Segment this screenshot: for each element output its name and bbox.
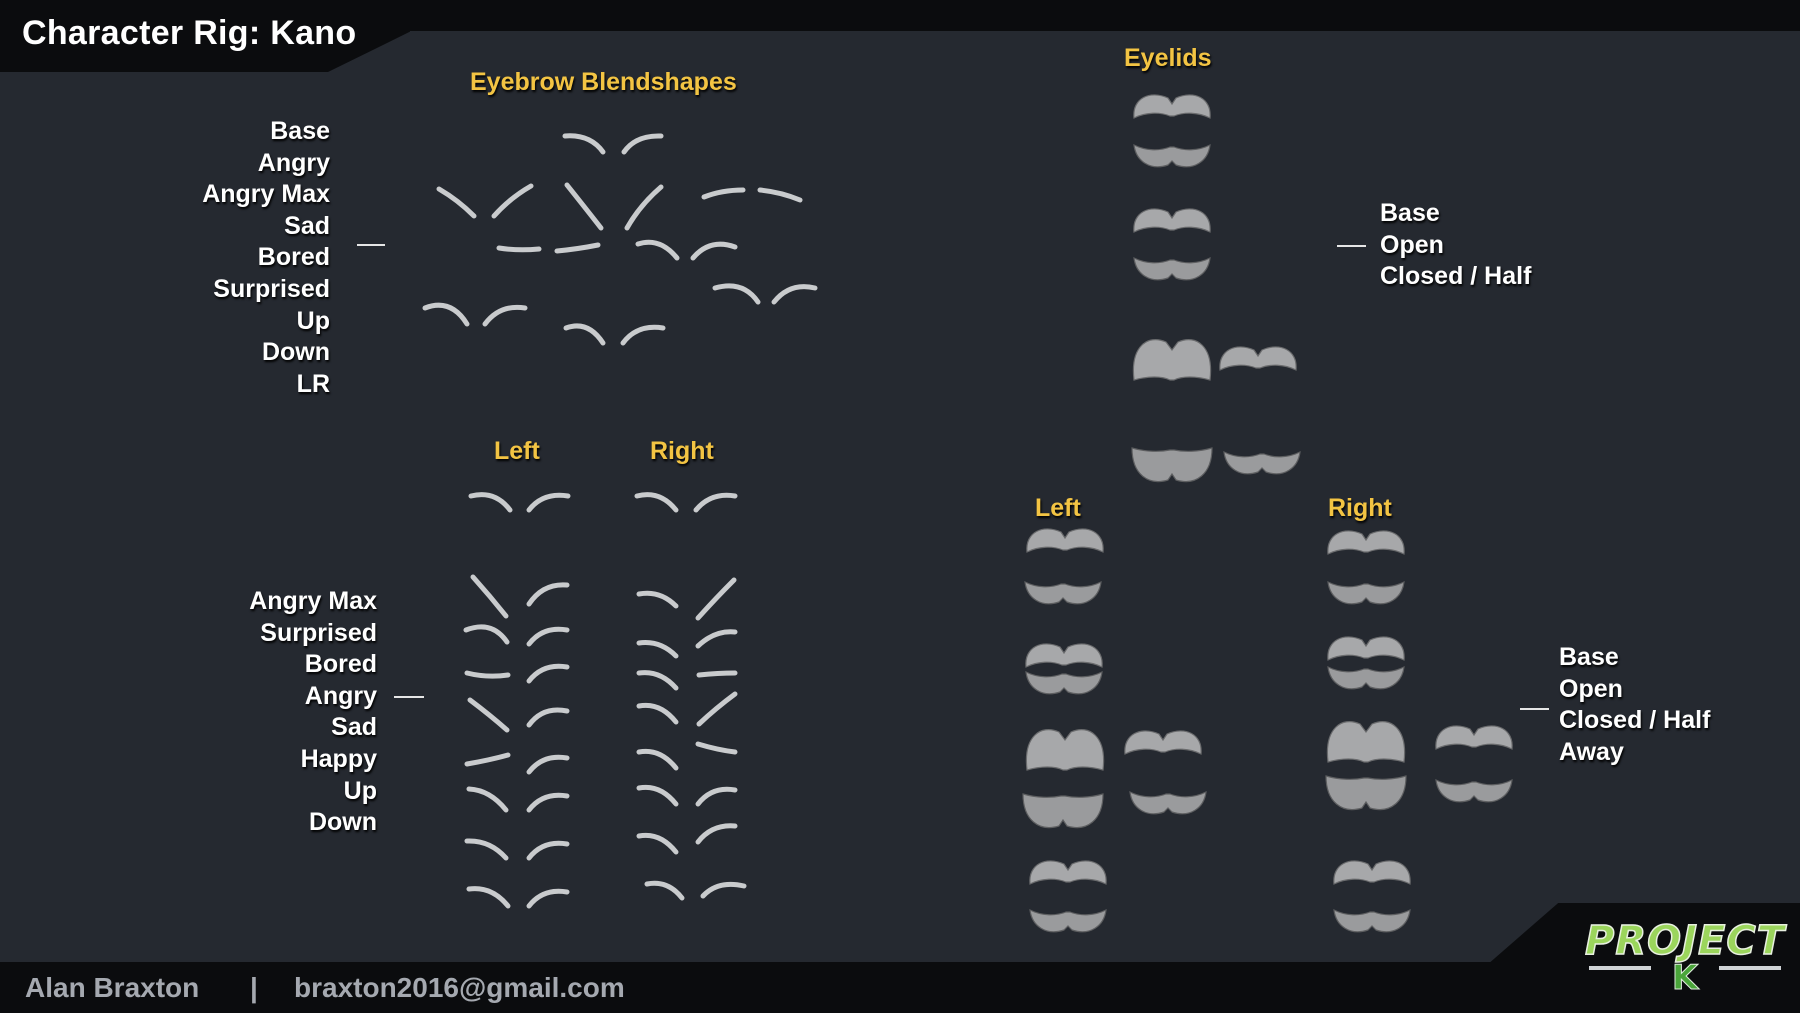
label-lr: LR bbox=[296, 369, 330, 398]
label-angry-max: Angry Max bbox=[202, 180, 330, 209]
title-banner bbox=[0, 0, 410, 72]
label-surprised: Surprised bbox=[213, 274, 330, 303]
eyelid-side-labels: Base Open Closed / Half Away bbox=[1559, 642, 1710, 768]
eyelid-labels-connector bbox=[1337, 245, 1366, 247]
eyelid-side-connector bbox=[1520, 708, 1549, 710]
label-closed-half: Closed / Half bbox=[1559, 706, 1711, 735]
eyelids-heading: Eyelids bbox=[1124, 44, 1212, 72]
brow-side-labels: Angry Max Surprised Bored Angry Sad Happ… bbox=[249, 586, 377, 839]
page-title: Character Rig: Kano bbox=[22, 14, 357, 52]
author-name: Alan Braxton bbox=[25, 972, 200, 1003]
brow-right-heading: Right bbox=[650, 437, 714, 465]
label-sad: Sad bbox=[284, 211, 330, 240]
lid-right-heading: Right bbox=[1328, 494, 1392, 522]
footer-separator: | bbox=[250, 972, 258, 1003]
label-base: Base bbox=[1559, 643, 1619, 671]
label-closed-half: Closed / Half bbox=[1380, 262, 1532, 291]
eyelid-labels: Base Open Closed / Half bbox=[1380, 198, 1531, 293]
eyebrow-blendshapes-heading: Eyebrow Blendshapes bbox=[470, 68, 737, 96]
label-open: Open bbox=[1380, 230, 1444, 259]
label-happy: Happy bbox=[300, 744, 377, 773]
label-base: Base bbox=[270, 117, 330, 145]
label-up: Up bbox=[343, 776, 377, 805]
logo-wing-left bbox=[1589, 966, 1651, 970]
logo-wing-right bbox=[1719, 966, 1781, 970]
label-bored: Bored bbox=[304, 650, 377, 679]
label-angry: Angry bbox=[257, 148, 330, 177]
logo-text-project: PROJECT bbox=[1584, 917, 1785, 965]
label-down: Down bbox=[261, 338, 330, 367]
label-angry-max: Angry Max bbox=[249, 587, 377, 615]
eyelids-main bbox=[1131, 94, 1301, 483]
eyelids-left-column bbox=[1022, 528, 1207, 933]
brow-left-heading: Left bbox=[494, 437, 540, 465]
logo-banner bbox=[1490, 903, 1800, 1013]
label-surprised: Surprised bbox=[260, 618, 377, 647]
label-up: Up bbox=[296, 306, 330, 335]
eyebrow-main-grid bbox=[422, 133, 818, 346]
eyebrow-right-column bbox=[634, 492, 747, 901]
eyelids-right-column bbox=[1325, 530, 1513, 933]
label-angry: Angry bbox=[304, 681, 377, 710]
author-email[interactable]: braxton2016@gmail.com bbox=[294, 972, 625, 1003]
label-down: Down bbox=[308, 808, 377, 837]
brow-shape-labels: Base Angry Angry Max Sad Bored Surprised… bbox=[202, 116, 330, 400]
logo-text-k: K bbox=[1671, 958, 1699, 999]
eyebrow-left-column bbox=[463, 492, 571, 909]
project-k-logo: PROJECT K bbox=[1584, 917, 1785, 1003]
label-base: Base bbox=[1380, 199, 1440, 227]
label-sad: Sad bbox=[331, 713, 377, 742]
label-away: Away bbox=[1559, 737, 1624, 766]
brow-labels-connector bbox=[357, 244, 385, 246]
label-bored: Bored bbox=[257, 243, 330, 272]
label-open: Open bbox=[1559, 674, 1623, 703]
brow-side-connector bbox=[394, 696, 424, 698]
lid-left-heading: Left bbox=[1035, 494, 1081, 522]
